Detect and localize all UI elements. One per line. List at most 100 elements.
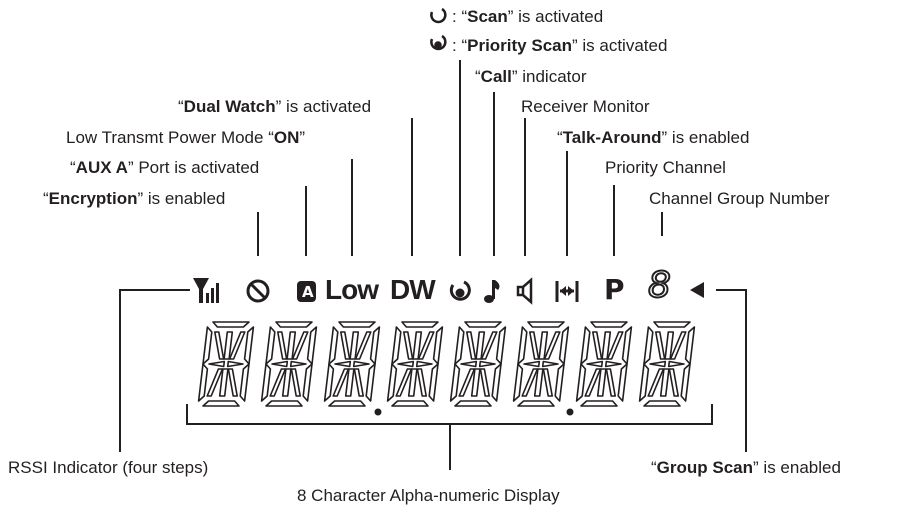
segment [328, 400, 366, 407]
segment [432, 326, 444, 365]
segment [517, 400, 555, 407]
segment [265, 326, 276, 365]
display-character-1 [197, 321, 255, 407]
segment [344, 368, 355, 397]
label-aux-a: “AUX A” Port is activated [70, 158, 260, 177]
segment [480, 331, 498, 360]
segment [512, 363, 524, 402]
segment [668, 368, 680, 397]
segment [590, 321, 628, 328]
segment [306, 326, 318, 365]
label-priority-scan: : “Priority Scan” is activated [452, 36, 668, 55]
segment [465, 331, 477, 360]
segment [684, 326, 696, 365]
group-scan-arrow [690, 282, 704, 298]
segment [653, 321, 691, 328]
segment [197, 363, 209, 402]
channel-group-digit: 8 [647, 265, 672, 306]
segment [397, 360, 415, 368]
segment [605, 368, 617, 397]
segment [276, 331, 288, 360]
segment [523, 360, 541, 368]
display-character-3 [323, 321, 381, 407]
label-dual-watch: “Dual Watch” is activated [178, 97, 372, 116]
label-rssi: RSSI Indicator (four steps) [8, 458, 209, 477]
segment [458, 368, 476, 397]
segment [227, 368, 238, 397]
aux-letter: A [302, 283, 314, 301]
segment [202, 400, 240, 407]
aux-icon [297, 281, 316, 302]
segment [527, 321, 565, 328]
display-character-8 [638, 321, 696, 407]
segment [521, 368, 539, 397]
segment [449, 363, 461, 402]
segment [491, 363, 502, 402]
segment [415, 360, 433, 368]
segment [617, 363, 628, 402]
segment [643, 400, 681, 407]
label-group-scan: “Group Scan” is enabled [651, 458, 841, 477]
segment [596, 368, 607, 397]
segment [353, 368, 365, 397]
segment [271, 360, 289, 368]
segment [554, 363, 565, 402]
segment [528, 331, 540, 360]
segment [401, 321, 439, 328]
label-priority-channel: Priority Channel [605, 158, 726, 177]
segment [416, 368, 428, 397]
segment [580, 400, 618, 407]
segment [289, 360, 307, 368]
segment [365, 363, 376, 402]
segment [591, 331, 603, 360]
segment [352, 360, 370, 368]
segment [647, 368, 665, 397]
display-character-5 [449, 321, 507, 407]
label-talk-around: “Talk-Around” is enabled [557, 128, 750, 147]
segment [604, 360, 622, 368]
label-display: 8 Character Alpha-numeric Display [297, 486, 560, 505]
segment [218, 368, 229, 397]
dual-watch-icon: DW [390, 274, 436, 305]
segment [454, 326, 465, 365]
display-character-7 [575, 321, 633, 407]
display-character-2 [260, 321, 318, 407]
segment [470, 368, 481, 397]
segment [478, 360, 496, 368]
segment [606, 331, 624, 360]
segment [543, 331, 561, 360]
segment [291, 331, 309, 360]
segment [239, 363, 250, 402]
segment [334, 360, 352, 368]
segment [391, 400, 429, 407]
encryption-icon [246, 279, 270, 303]
segment [654, 331, 666, 360]
segment [584, 368, 602, 397]
segment [464, 321, 502, 328]
segment [460, 360, 478, 368]
segment [395, 368, 413, 397]
label-receiver-monitor: Receiver Monitor [521, 97, 650, 116]
display-dot-2 [566, 408, 574, 416]
priority-scan-legend-icon [430, 34, 447, 51]
segment [212, 321, 250, 328]
segment [339, 331, 351, 360]
segment [667, 360, 685, 368]
segment [290, 368, 302, 397]
segment [558, 326, 570, 365]
leader-rssi [119, 289, 190, 452]
display-character-6 [512, 321, 570, 407]
segment [275, 321, 313, 328]
label-call: “Call” indicator [475, 67, 587, 86]
scan-legend-icon [430, 7, 447, 24]
segment [638, 363, 650, 402]
segment [269, 368, 287, 397]
scan-icon [449, 280, 471, 301]
segment [669, 331, 687, 360]
segment [580, 326, 591, 365]
segment [302, 363, 313, 402]
display-character-4 [386, 321, 444, 407]
display-bracket [186, 404, 713, 425]
segment [228, 331, 246, 360]
segment [391, 326, 402, 365]
